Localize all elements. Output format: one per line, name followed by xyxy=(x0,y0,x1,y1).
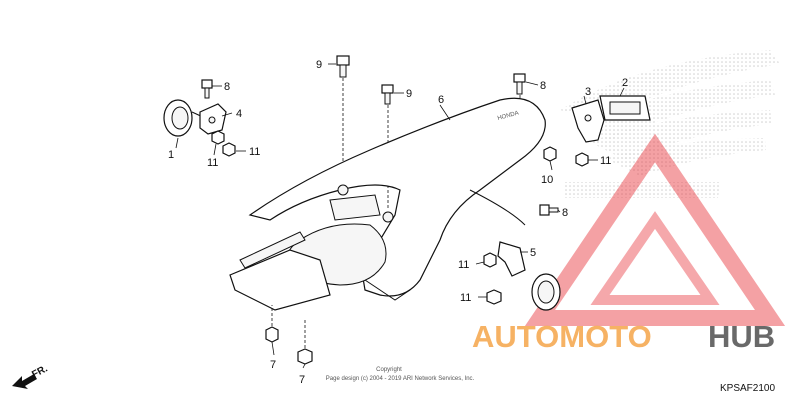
part-3-bracket xyxy=(571,99,605,143)
callout-1: 1 xyxy=(168,149,174,161)
callout-8b: 8 xyxy=(540,80,546,92)
callout-8c: 8 xyxy=(562,207,568,219)
callout-9b: 9 xyxy=(406,88,412,100)
front-direction-indicator: FR. xyxy=(12,363,50,389)
callout-11a: 11 xyxy=(207,157,218,169)
part-7-nut-a xyxy=(265,305,279,343)
part-8-bolt-a xyxy=(201,79,213,99)
callout-5: 5 xyxy=(530,247,536,259)
automotohub-wordmark: AUTOMOTO HUB xyxy=(472,319,775,354)
honda-stamp: HONDA xyxy=(497,111,519,122)
part-7-nut-b xyxy=(297,320,313,365)
part-5-bracket xyxy=(497,241,526,277)
diagram-code: KPSAF2100 xyxy=(720,383,775,394)
part-8-bolt-c xyxy=(539,204,559,216)
callout-11c: 11 xyxy=(600,155,611,167)
part-10-nut xyxy=(543,146,557,162)
callout-9a: 9 xyxy=(316,59,322,71)
direction-arrow-icon xyxy=(12,374,37,389)
callout-11d: 11 xyxy=(458,259,469,271)
part-11-nut-e xyxy=(486,289,502,305)
part-1-reflector xyxy=(163,99,206,137)
part-11-nut-c xyxy=(575,152,589,167)
brand-primary-text: AUTOMOTO xyxy=(472,319,652,354)
part-11-nut-d xyxy=(483,252,497,268)
brand-secondary-text: HUB xyxy=(708,319,775,354)
callout-4: 4 xyxy=(236,108,242,120)
callout-11e: 11 xyxy=(460,292,471,304)
automotohub-logo-icon xyxy=(524,133,786,326)
part-11-nut-a xyxy=(211,130,225,145)
part-11-nut-b xyxy=(222,142,236,157)
callout-8a: 8 xyxy=(224,81,230,93)
copyright-line-2: Page design (c) 2004 - 2019 ARI Network … xyxy=(326,376,475,382)
rear-reflector xyxy=(531,273,561,311)
leader-lines xyxy=(175,63,625,369)
callout-7b: 7 xyxy=(299,374,305,386)
part-4-bracket xyxy=(199,103,227,135)
callout-11b: 11 xyxy=(249,146,260,158)
copyright-line-1: Copyright xyxy=(376,367,402,373)
callout-6: 6 xyxy=(438,94,444,106)
callout-2: 2 xyxy=(622,77,628,89)
callout-3: 3 xyxy=(585,86,591,98)
callout-10: 10 xyxy=(541,174,553,186)
part-2-license-light xyxy=(599,95,651,121)
callout-7a: 7 xyxy=(270,359,276,371)
part-6-rear-fender xyxy=(229,97,546,311)
direction-label: FR. xyxy=(30,363,50,380)
